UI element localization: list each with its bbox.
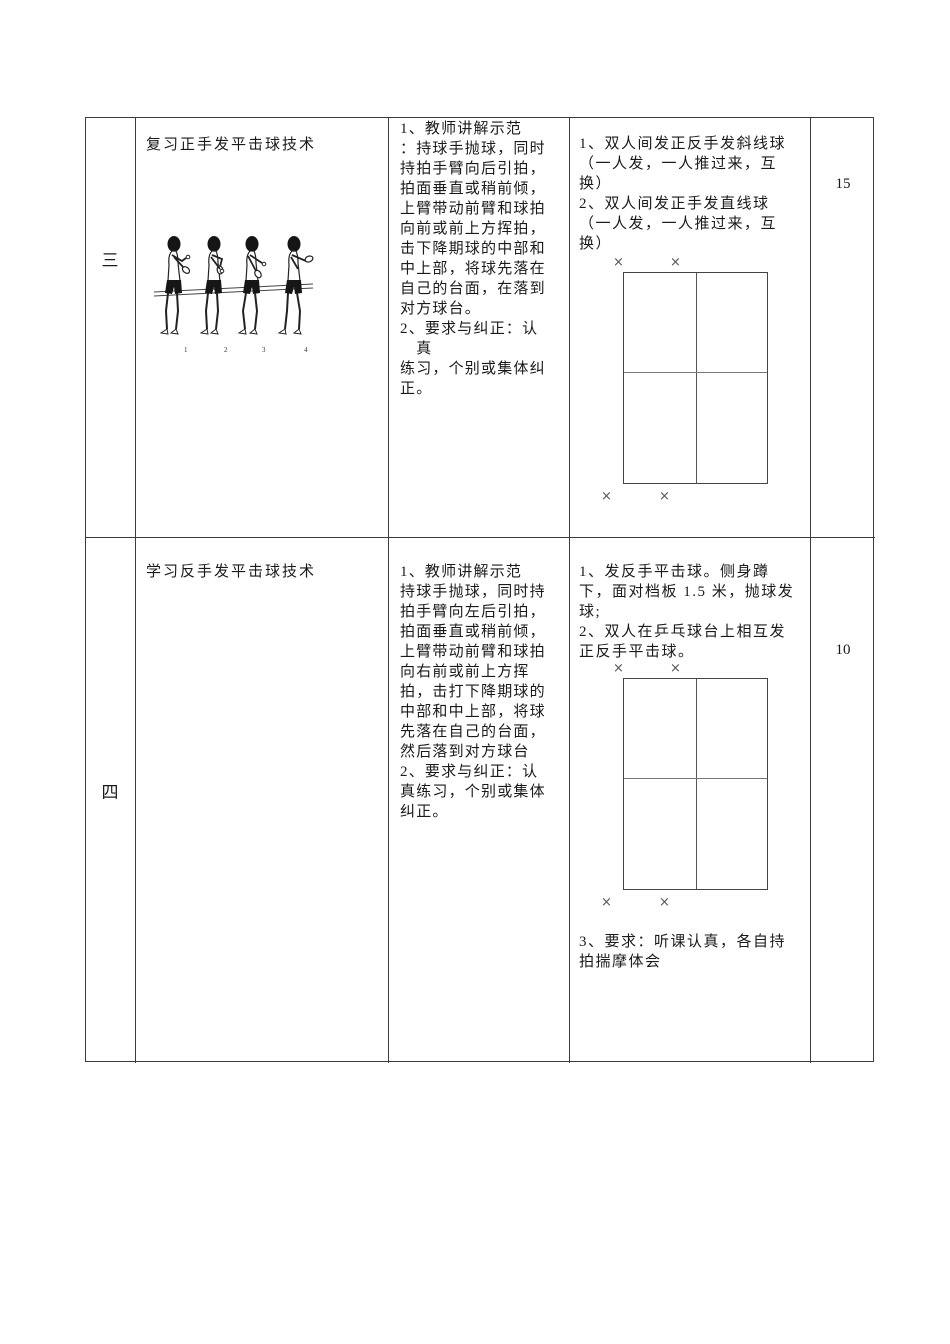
time-allocation: 15 — [835, 176, 851, 192]
serve-figure-frame-4 — [277, 236, 314, 335]
player-position-x-marker: × — [670, 255, 681, 270]
practice-method-text: 1、双人间发正反手发斜线球 （一人发，一人推过来，互 换） 2、双人间发正手发直… — [579, 136, 787, 252]
practice-cell-4: 1、发反手平击球。侧身蹲 下，面对档板 1.5 米，抛球发 球; 2、双人在乒乓… — [570, 538, 811, 1063]
frame-number: 3 — [262, 346, 266, 354]
serve-figure-frame-1 — [159, 236, 191, 335]
player-position-x-marker: × — [659, 489, 670, 504]
player-position-x-marker: × — [613, 255, 624, 270]
content-cell-3: 复习正手发平击球技术 — [136, 118, 389, 538]
court-center-line — [695, 679, 697, 889]
row-label-cell-4: 四 — [86, 538, 136, 1063]
row-number-label: 三 — [101, 251, 120, 270]
practice-requirement-note: 3、要求：听课认真，各自持 拍揣摩体会 — [579, 934, 787, 970]
content-title: 学习反手发平击球技术 — [146, 564, 317, 580]
table-tennis-court-diagram: × × × × — [601, 256, 773, 503]
time-cell-3: 15 — [811, 118, 875, 538]
serve-sequence-image: 1 2 3 4 — [153, 236, 314, 354]
player-position-x-marker: × — [613, 661, 624, 676]
teaching-cell-3: 1、教师讲解示范 ：持球手抛球，同时 持拍手臂向后引拍， 拍面垂直或稍前倾， 上… — [389, 118, 570, 538]
teaching-method-text: 1、教师讲解示范 ：持球手抛球，同时 持拍手臂向后引拍， 拍面垂直或稍前倾， 上… — [400, 121, 546, 397]
content-title: 复习正手发平击球技术 — [146, 137, 317, 153]
frame-number: 2 — [224, 346, 228, 354]
court-center-line — [695, 273, 697, 483]
frame-number: 1 — [184, 346, 188, 354]
court-net-line — [624, 371, 767, 373]
row-number-label: 四 — [101, 783, 120, 802]
teaching-cell-4: 1、教师讲解示范 持球手抛球，同时持 拍手臂向左后引拍， 拍面垂直或稍前倾， 上… — [389, 538, 570, 1063]
frame-number: 4 — [304, 346, 308, 354]
row-label-cell-3: 三 — [86, 118, 136, 538]
lesson-plan-table: 三 复习正手发平击球技术 — [85, 117, 875, 1063]
content-cell-4: 学习反手发平击球技术 — [136, 538, 389, 1063]
court-net-line — [624, 777, 767, 779]
serve-figure-frame-2 — [199, 236, 225, 335]
practice-cell-3: 1、双人间发正反手发斜线球 （一人发，一人推过来，互 换） 2、双人间发正手发直… — [570, 118, 811, 538]
serve-figure-frame-3 — [237, 236, 267, 335]
player-position-x-marker: × — [601, 895, 612, 910]
practice-method-text: 1、发反手平击球。侧身蹲 下，面对档板 1.5 米，抛球发 球; 2、双人在乒乓… — [579, 564, 795, 660]
time-cell-4: 10 — [811, 538, 875, 1063]
player-position-x-marker: × — [659, 895, 670, 910]
time-allocation: 10 — [835, 642, 851, 658]
teaching-method-text: 1、教师讲解示范 持球手抛球，同时持 拍手臂向左后引拍， 拍面垂直或稍前倾， 上… — [400, 564, 546, 820]
table-tennis-court-diagram: × × × × — [601, 662, 773, 909]
court-outline — [623, 678, 768, 890]
court-outline — [623, 272, 768, 484]
player-position-x-marker: × — [601, 489, 612, 504]
player-position-x-marker: × — [670, 661, 681, 676]
